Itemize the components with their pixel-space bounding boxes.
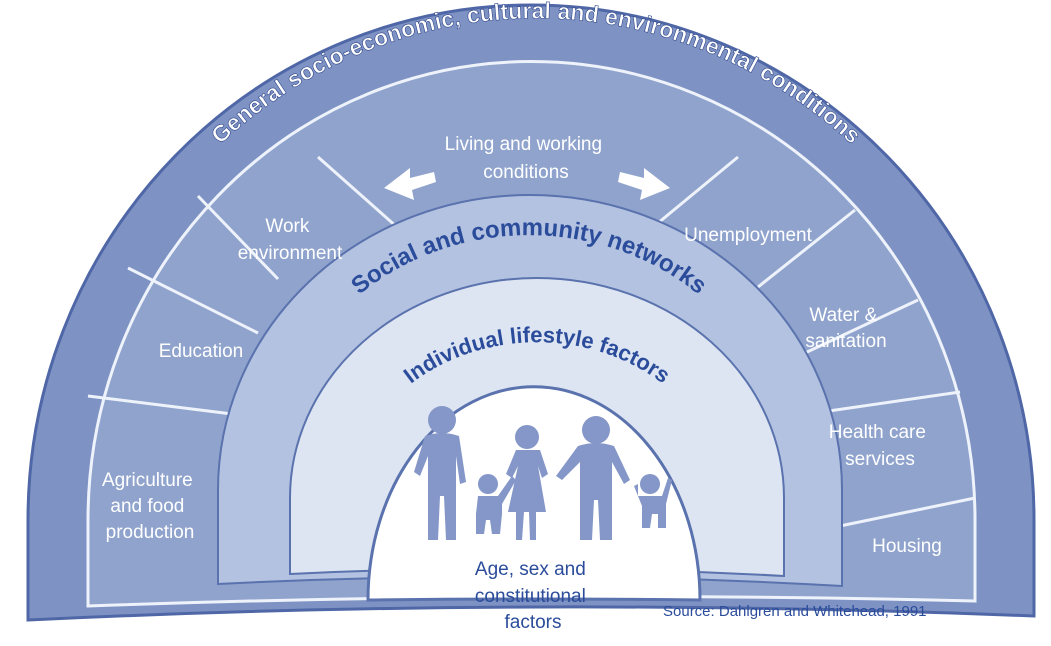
arrow-right-icon (618, 168, 670, 200)
segment-label-agriculture: Agriculture and food production (102, 470, 198, 543)
segment-label-unemployment: Unemployment (684, 225, 812, 246)
segment-label-housing: Housing (872, 536, 942, 557)
segment-label-work-environment: Work environment (238, 216, 343, 264)
segment-label-education: Education (159, 341, 244, 362)
arrow-left-icon (384, 168, 436, 200)
living-conditions-title: Living and working conditions (445, 134, 608, 183)
segment-label-water-sanitation: Water & sanitation (805, 305, 886, 352)
core-label: Age, sex and constitutional factors (475, 559, 591, 633)
source-citation: Source: Dahlgren and Whitehead, 1991 (663, 603, 927, 620)
segment-dividers (87, 155, 976, 528)
segment-label-health-care: Health care services (829, 422, 931, 470)
family-icon (414, 406, 672, 540)
